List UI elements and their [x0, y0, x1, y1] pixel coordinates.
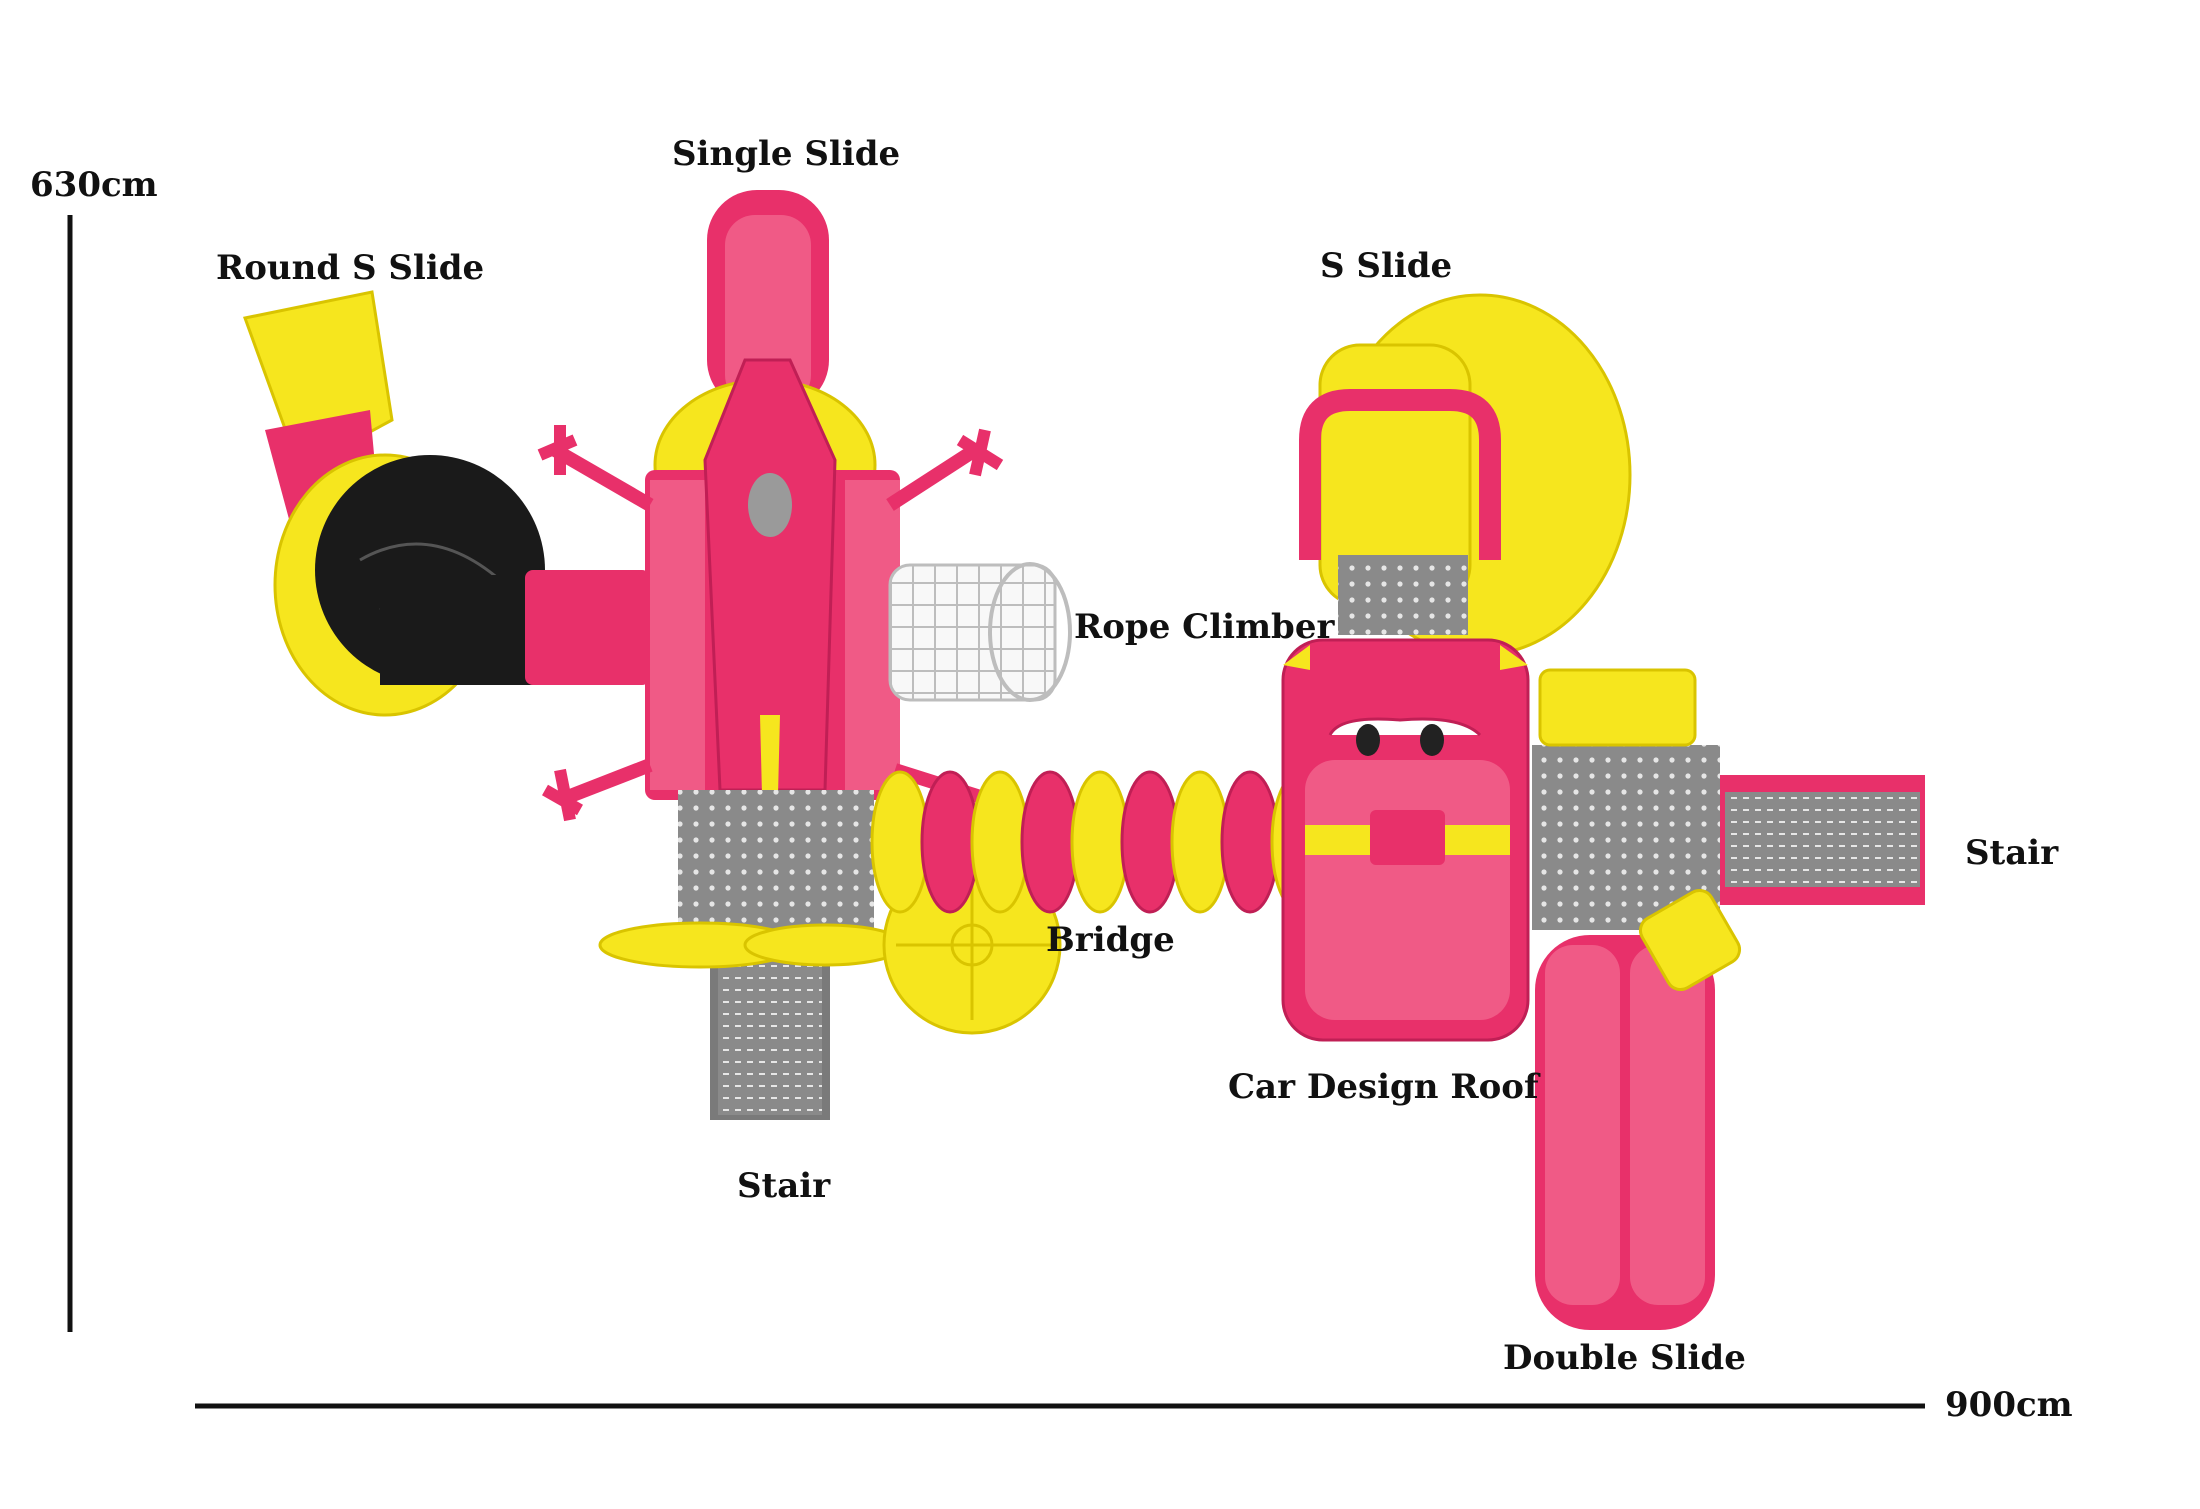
bridge-ring	[920, 770, 980, 914]
bridge-ring	[1120, 770, 1180, 914]
car-tower	[1281, 389, 1530, 1042]
back-box	[1538, 668, 1697, 747]
label-round-s-slide: Round S Slide	[216, 248, 485, 288]
label-s-slide: S Slide	[1320, 246, 1453, 286]
label-bridge: Bridge	[1046, 920, 1175, 960]
bridge-ring	[1170, 770, 1230, 914]
rope-climber	[888, 562, 1072, 702]
label-single-slide: Single Slide	[672, 134, 901, 174]
left-deck	[678, 790, 874, 930]
label-double-slide: Double Slide	[1503, 1338, 1746, 1378]
bridge-ring	[1220, 770, 1280, 914]
label-rope-climber: Rope Climber	[1074, 607, 1335, 647]
label-stair-bottom: Stair	[737, 1166, 831, 1206]
round-s-slide	[242, 290, 650, 717]
bridge-ring	[970, 770, 1030, 914]
width-dimension-label: 900cm	[1945, 1385, 2073, 1425]
height-dimension-label: 630cm	[30, 165, 158, 205]
single-slide	[707, 190, 829, 410]
right-stair	[1720, 775, 1925, 905]
double-slide	[1535, 888, 1742, 1330]
label-stair-right: Stair	[1965, 833, 2059, 873]
bridge-ring	[870, 770, 930, 914]
label-car-design-roof: Car Design Roof	[1228, 1067, 1539, 1107]
bridge-ring	[1070, 770, 1130, 914]
bridge-ring	[1020, 770, 1080, 914]
